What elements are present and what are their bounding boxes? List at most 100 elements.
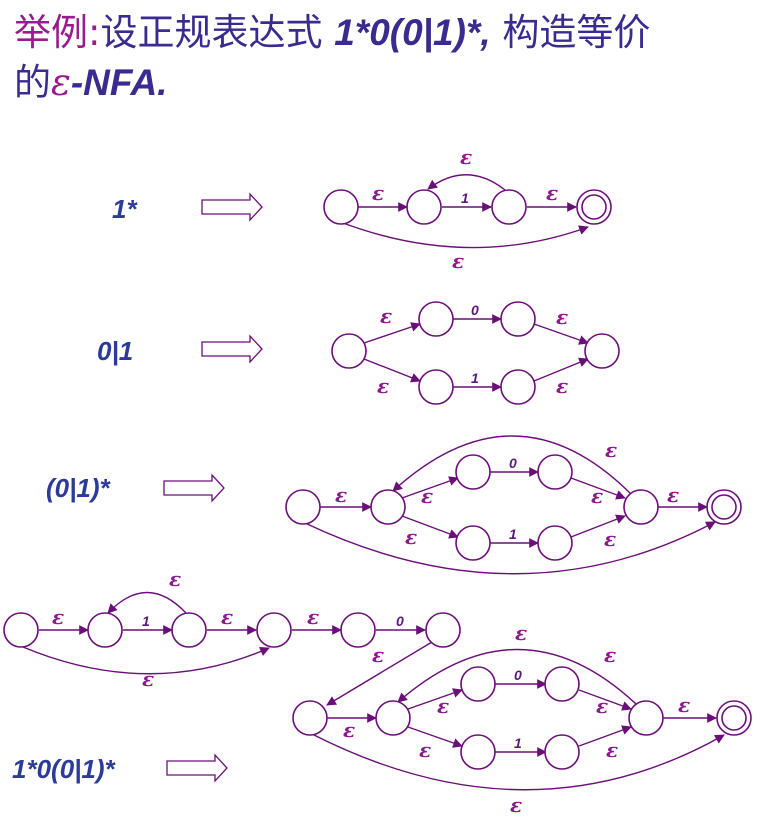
- epsilon-label: ε: [591, 484, 603, 508]
- epsilon-label: ε: [405, 525, 417, 549]
- epsilon-label: ε: [678, 693, 690, 717]
- implies-arrow: [166, 753, 228, 783]
- epsilon-label: ε: [460, 145, 472, 169]
- transition: [570, 514, 626, 538]
- nfa-union-star: (0|1)* ε ε ε 0 1 ε ε ε ε: [46, 435, 742, 575]
- nfa-union: 0|1 ε ε 0 1 ε ε: [97, 301, 620, 405]
- state: [171, 612, 207, 648]
- expression-label: 0|1: [97, 336, 133, 366]
- epsilon-label: ε: [510, 793, 522, 817]
- title-line2-b: -NFA.: [70, 62, 168, 103]
- transition: [304, 521, 716, 575]
- title-text: 设正规表达式: [100, 11, 335, 54]
- epsilon-label: ε: [556, 305, 568, 329]
- state: [87, 612, 123, 648]
- state: [455, 525, 491, 561]
- state: [406, 189, 442, 225]
- transition: [407, 688, 463, 710]
- transition: [397, 648, 637, 705]
- epsilon-label: ε: [377, 374, 389, 398]
- state: [537, 525, 573, 561]
- transition: [363, 358, 421, 383]
- epsilon-label: ε: [596, 694, 608, 718]
- title-epsilon: ε: [51, 61, 71, 104]
- implies-arrow: [201, 192, 263, 222]
- state: [331, 333, 367, 369]
- state: [370, 489, 406, 525]
- state: [500, 301, 536, 337]
- symbol-label: 0: [509, 455, 517, 471]
- transition: [533, 357, 589, 382]
- implies-arrow: [201, 334, 263, 364]
- nfa-star-one: 1* ε 1 ε ε ε: [112, 145, 612, 273]
- transition: [427, 174, 506, 191]
- transition: [401, 515, 459, 539]
- final-state-ring: [711, 494, 737, 520]
- state: [455, 454, 491, 490]
- transition: [392, 435, 631, 494]
- epsilon-label: ε: [452, 249, 464, 273]
- epsilon-label: ε: [52, 605, 64, 629]
- symbol-label: 1: [514, 735, 522, 751]
- transition: [326, 641, 433, 706]
- expression-label: 1*: [112, 194, 138, 224]
- title-text-2: 构造等价: [490, 11, 651, 54]
- state: [500, 369, 536, 405]
- transition: [22, 646, 270, 675]
- state: [584, 333, 620, 369]
- epsilon-label: ε: [556, 374, 568, 398]
- transition: [311, 733, 725, 791]
- state: [425, 612, 461, 648]
- state: [628, 700, 664, 736]
- state: [544, 734, 580, 770]
- symbol-label: 1: [509, 526, 517, 542]
- epsilon-label: ε: [437, 694, 449, 718]
- expression-label: (0|1)*: [46, 473, 112, 503]
- epsilon-label: ε: [380, 304, 392, 328]
- title-prefix: 举例:: [14, 11, 101, 54]
- state: [292, 700, 328, 736]
- transition: [342, 222, 589, 249]
- state: [537, 454, 573, 490]
- symbol-label: 1: [471, 370, 479, 386]
- epsilon-label: ε: [372, 643, 384, 667]
- epsilon-label: ε: [421, 484, 433, 508]
- final-state-ring: [581, 194, 607, 220]
- symbol-label: 0: [396, 613, 404, 629]
- epsilon-label: ε: [343, 718, 355, 742]
- transition: [533, 323, 589, 345]
- title-expression: 1*0(0|1)*,: [334, 12, 491, 53]
- transition: [401, 476, 459, 499]
- symbol-label: 1: [142, 613, 150, 629]
- epsilon-label: ε: [546, 181, 558, 205]
- transition: [107, 591, 187, 614]
- transition: [578, 689, 632, 711]
- transition: [363, 322, 421, 344]
- epsilon-label: ε: [515, 621, 527, 645]
- state: [623, 489, 659, 525]
- epsilon-label: ε: [604, 643, 616, 667]
- nfa-full: ε ε 1 ε ε 0 ε ε 1*0(0|1)* ε ε ε 0 1 ε: [3, 567, 752, 817]
- state: [491, 189, 527, 225]
- state: [285, 489, 321, 525]
- symbol-label: 0: [514, 667, 522, 683]
- state: [418, 369, 454, 405]
- epsilon-label: ε: [142, 667, 154, 691]
- state: [544, 666, 580, 702]
- state: [418, 301, 454, 337]
- epsilon-label: ε: [221, 605, 233, 629]
- epsilon-label: ε: [169, 567, 181, 591]
- epsilon-label: ε: [372, 181, 384, 205]
- final-state-ring: [721, 705, 747, 731]
- epsilon-label: ε: [667, 483, 679, 507]
- epsilon-label: ε: [606, 738, 618, 762]
- state: [460, 734, 496, 770]
- transition: [407, 726, 463, 748]
- transition: [570, 477, 626, 500]
- state: [340, 612, 376, 648]
- symbol-label: 0: [471, 302, 479, 318]
- state: [460, 666, 496, 702]
- epsilon-label: ε: [605, 438, 617, 462]
- expression-label: 1*0(0|1)*: [12, 754, 117, 784]
